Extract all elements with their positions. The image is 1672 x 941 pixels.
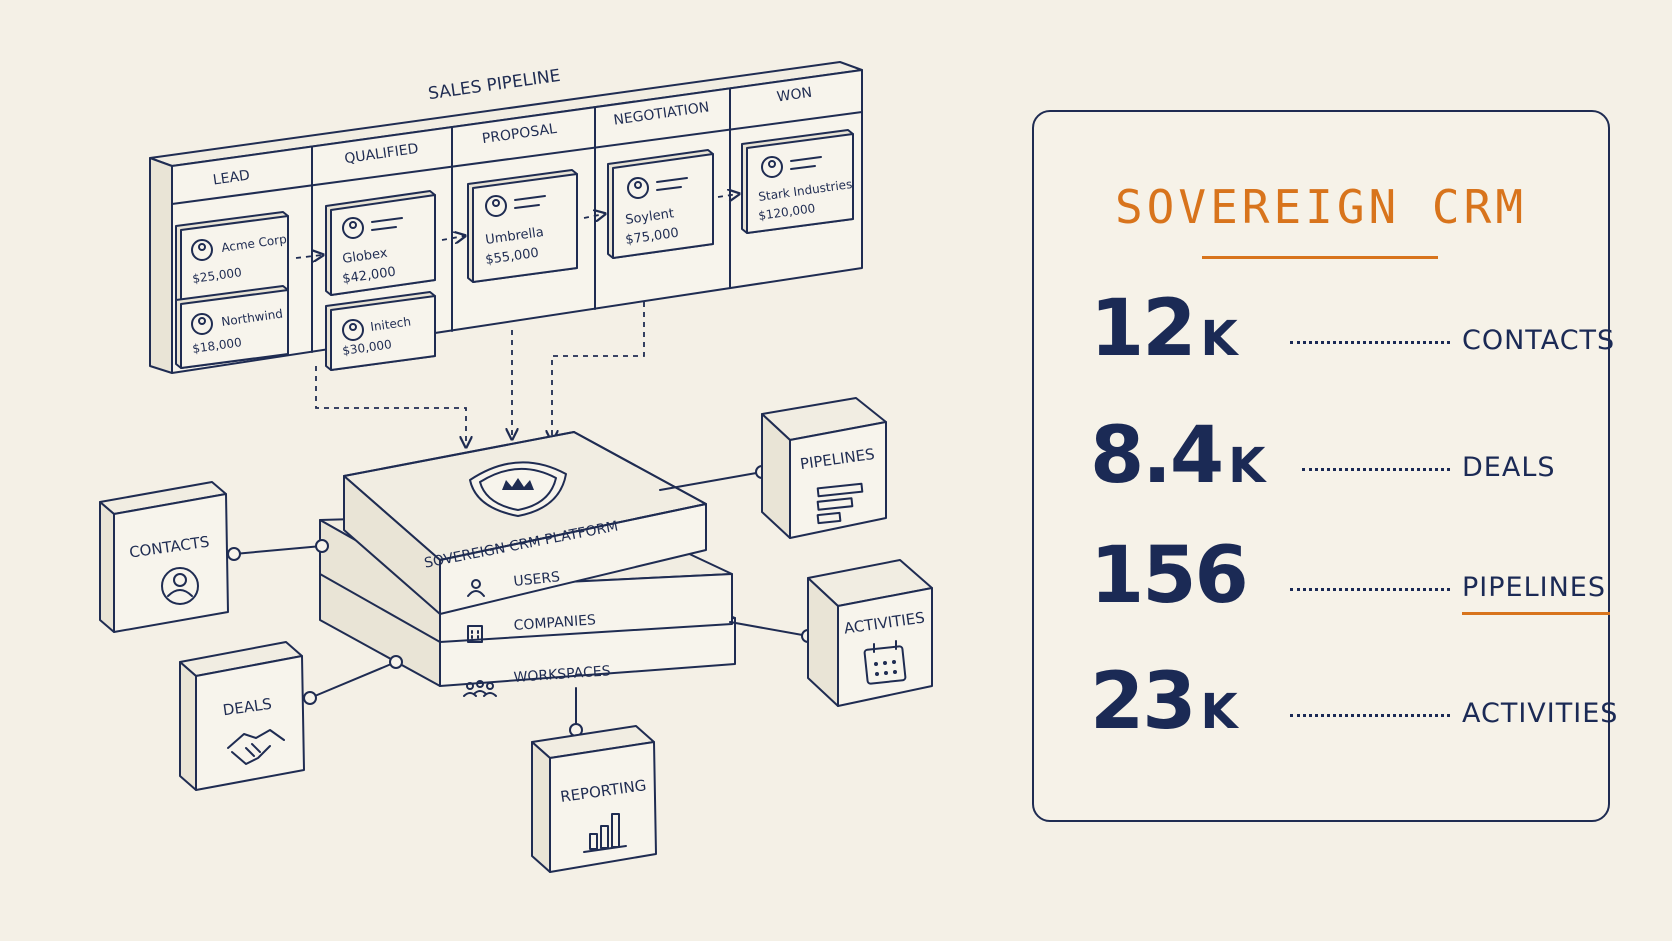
svg-text:Globex: Globex <box>341 246 388 267</box>
deal-card-umbrella[interactable]: Umbrella $55,000 <box>467 169 578 283</box>
module-activities[interactable]: ACTIVITIES <box>807 559 933 707</box>
pipeline-to-platform-connectors <box>315 302 645 446</box>
module-contacts[interactable]: CONTACTS <box>99 481 229 633</box>
stat-value: 156 <box>1090 531 1253 621</box>
stat-unit: K <box>1228 438 1265 494</box>
panel-title-underline <box>1202 256 1438 259</box>
module-deals[interactable]: DEALS <box>179 641 305 791</box>
bar-chart-icon <box>583 813 627 853</box>
stat-number: 8.4 <box>1090 411 1224 501</box>
pipeline-bars-icon <box>816 482 864 525</box>
deal-card-soylent[interactable]: Soylent $75,000 <box>607 149 714 259</box>
stat-leader-dots <box>1290 588 1450 591</box>
contact-person-icon <box>161 567 199 605</box>
stat-number: 12 <box>1090 284 1197 374</box>
shield-crown-icon <box>469 461 567 517</box>
deal-card-globex[interactable]: Globex $42,000 <box>325 190 436 296</box>
svg-text:Initech: Initech <box>369 314 411 334</box>
stat-label-pipelines: PIPELINES <box>1462 572 1610 615</box>
stage-label-lead: LEAD <box>212 168 251 189</box>
svg-text:Soylent: Soylent <box>624 206 674 228</box>
stat-row-pipelines: 156 PIPELINES <box>1090 531 1610 629</box>
stat-leader-dots <box>1290 714 1450 717</box>
pipeline-title: SALES PIPELINE <box>427 66 562 104</box>
svg-text:$25,000: $25,000 <box>191 265 242 286</box>
stat-label-contacts: CONTACTS <box>1462 325 1616 356</box>
deal-card-stark-industries[interactable]: Stark Industries $120,000 <box>741 129 854 234</box>
team-icon <box>463 680 497 697</box>
panel-title: SOVEREIGN CRM <box>1114 180 1528 234</box>
stage-label-won: WON <box>776 85 813 106</box>
pipeline-flow-arrows <box>295 194 738 258</box>
users-icon <box>467 579 485 597</box>
layer-label-workspaces: WORKSPACES <box>513 663 611 686</box>
stat-label-activities: ACTIVITIES <box>1462 698 1619 729</box>
stat-leader-dots <box>1302 468 1450 471</box>
svg-text:$30,000: $30,000 <box>341 337 392 358</box>
calendar-icon <box>863 640 907 685</box>
stat-unit: K <box>1200 684 1238 740</box>
platform-stack: SOVEREIGN CRM PLATFORM USERS COMPANIES W… <box>319 431 736 697</box>
layer-label-users: USERS <box>513 569 561 590</box>
module-pipelines[interactable]: PIPELINES <box>761 397 887 539</box>
stat-number: 156 <box>1090 531 1249 621</box>
layer-label-companies: COMPANIES <box>513 612 596 634</box>
handshake-icon <box>227 729 285 765</box>
deal-card-northwind[interactable]: Northwind $18,000 <box>175 285 289 369</box>
deal-card-acme[interactable]: Acme Corp $25,000 <box>175 211 289 309</box>
svg-text:$18,000: $18,000 <box>191 335 242 356</box>
building-icon <box>467 625 483 643</box>
stat-label-deals: DEALS <box>1462 452 1556 483</box>
svg-text:$55,000: $55,000 <box>484 246 539 268</box>
stat-unit: K <box>1200 311 1238 367</box>
stat-leader-dots <box>1290 341 1450 344</box>
module-reporting[interactable]: REPORTING <box>531 725 657 873</box>
stat-number: 23 <box>1090 657 1197 747</box>
svg-text:$42,000: $42,000 <box>341 265 396 287</box>
svg-text:$75,000: $75,000 <box>624 226 679 248</box>
deal-card-initech[interactable]: Initech $30,000 <box>325 291 436 371</box>
